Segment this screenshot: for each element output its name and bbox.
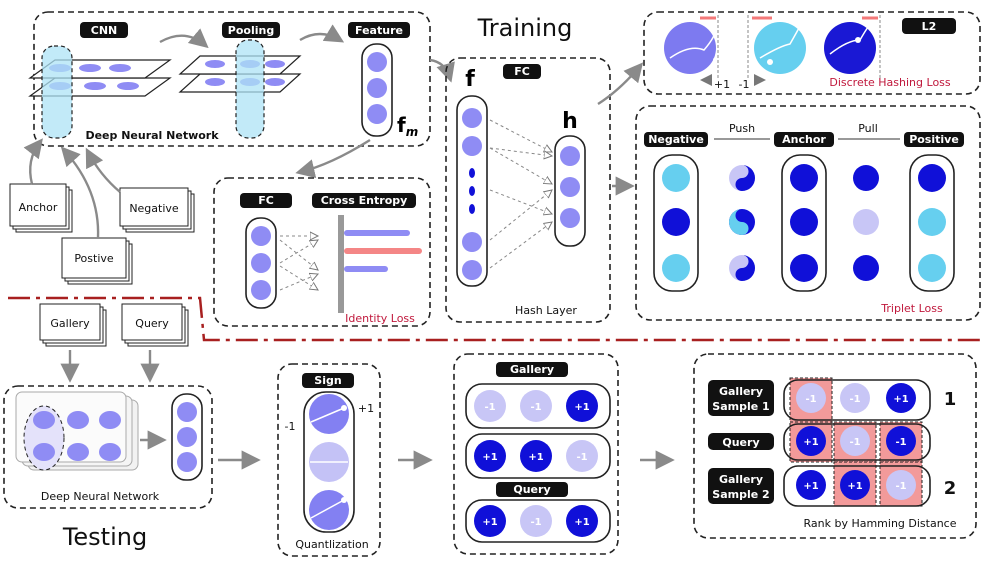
cnn-box: CNN Pooling Feature Deep Neural Network … [28, 11, 431, 147]
code-q-0: +1 [482, 517, 497, 528]
code-g1-0: -1 [484, 402, 495, 413]
rank-g1-1: -1 [849, 394, 860, 405]
identity-fc-label: FC [258, 194, 274, 207]
push-label: Push [729, 122, 755, 135]
code-g2-1: +1 [528, 452, 543, 463]
rank-g1-0: -1 [805, 394, 816, 405]
dnn-caption: Deep Neural Network [85, 129, 219, 142]
rank-2: 2 [944, 478, 957, 499]
input-cards: Anchor Negative Postive [9, 138, 195, 285]
anchor-card: Anchor [19, 201, 58, 214]
fm-label: fm [397, 113, 418, 139]
rank-q-1: -1 [849, 437, 860, 448]
identity-loss-caption: Identity Loss [345, 312, 415, 325]
triplet-loss-caption: Triplet Loss [880, 302, 943, 315]
rank-q-0: +1 [803, 437, 818, 448]
triplet-negative-label: Negative [648, 133, 704, 146]
testing-title: Testing [62, 523, 147, 551]
sign-minus: -1 [285, 420, 296, 433]
cross-entropy-label: Cross Entropy [321, 194, 408, 207]
f-label: f [465, 67, 475, 92]
rank-g2-label-2: Sample 2 [712, 488, 769, 501]
l2-label: L2 [922, 20, 937, 33]
pull-label: Pull [858, 122, 878, 135]
dh-plus-label: +1 [714, 78, 730, 91]
sign-label: Sign [314, 374, 341, 387]
code-g2-0: +1 [482, 452, 497, 463]
discrete-loss-caption: Discrete Hashing Loss [829, 76, 951, 89]
pooling-label: Pooling [228, 24, 274, 37]
rank-q-2: -1 [895, 437, 906, 448]
code-g1-1: -1 [530, 402, 541, 413]
training-title: Training [477, 14, 573, 42]
hash-layer-caption: Hash Layer [515, 304, 577, 317]
h-label: h [562, 109, 578, 134]
code-g1-2: +1 [574, 402, 589, 413]
test-dnn-box: Deep Neural Network [3, 385, 213, 509]
codes-box: Gallery -1 -1 +1 +1 +1 -1 Query +1 -1 +1 [453, 353, 619, 555]
sign-plus: +1 [358, 402, 374, 415]
rank-g1-label-1: Gallery [719, 385, 763, 398]
rank-q-label: Query [722, 436, 759, 449]
rank-g2-label-1: Gallery [719, 473, 763, 486]
rank-g2-0: +1 [803, 481, 818, 492]
hash-fc-label: FC [514, 65, 530, 78]
rank-g1-2: +1 [893, 394, 908, 405]
test-query-card: Query [135, 317, 169, 330]
code-q-1: -1 [530, 517, 541, 528]
rank-g2-2: -1 [895, 481, 906, 492]
test-inputs: Gallery Query [39, 303, 189, 383]
rank-g1-label-2: Sample 1 [712, 400, 769, 413]
quantization-caption: Quantlization [295, 538, 368, 551]
codes-query-label: Query [513, 483, 550, 496]
code-q-2: +1 [574, 517, 589, 528]
triplet-anchor-label: Anchor [782, 133, 826, 146]
triplet-box: Negative Anchor Positive Push Pull Tripl… [635, 105, 981, 321]
rank-1: 1 [944, 389, 957, 410]
rank-g2-1: +1 [847, 481, 862, 492]
train-test-separator [8, 296, 980, 342]
test-dnn-caption: Deep Neural Network [41, 490, 160, 503]
sign-box: Sign +1 -1 Quantlization [277, 363, 381, 557]
codes-gallery-label: Gallery [510, 363, 554, 376]
test-gallery-card: Gallery [50, 317, 90, 330]
negative-card: Negative [129, 202, 179, 215]
hash-layer-box: FC f h Hash Layer [445, 57, 611, 323]
cnn-label: CNN [91, 24, 118, 37]
feature-label: Feature [355, 24, 403, 37]
positive-card: Postive [74, 252, 114, 265]
rank-caption: Rank by Hamming Distance [803, 517, 956, 530]
code-g2-2: -1 [576, 452, 587, 463]
identity-loss-box: FC Cross Entropy Identity Loss [213, 177, 431, 327]
dh-minus-label: -1 [739, 78, 750, 91]
rank-box: Gallery Sample 1 Query Gallery Sample 2 … [693, 353, 977, 539]
triplet-positive-label: Positive [909, 133, 959, 146]
discrete-hashing-box: +1 -1 L2 Discrete Hashing Loss [643, 11, 981, 95]
